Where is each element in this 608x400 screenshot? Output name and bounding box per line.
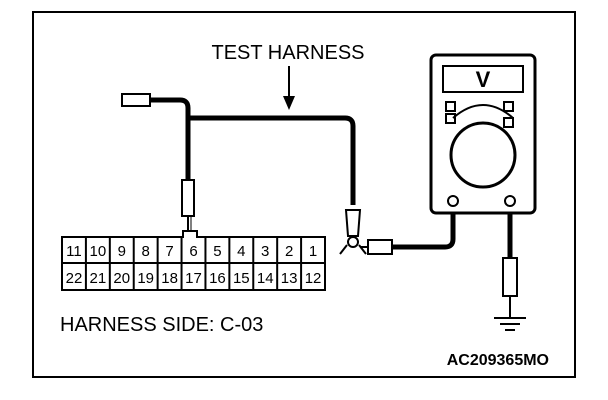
- connector-pin-15: 15: [233, 270, 250, 287]
- connector-pin-17: 17: [185, 270, 202, 287]
- connector-pin-1: 1: [309, 243, 317, 260]
- ground-symbol: [494, 317, 526, 331]
- connector-pin-7: 7: [165, 243, 173, 260]
- connector-pin-19: 19: [137, 270, 154, 287]
- harness-clip: [339, 209, 367, 255]
- connector-pin-12: 12: [305, 270, 322, 287]
- voltmeter-buttons: [445, 101, 514, 128]
- connector-pin-3: 3: [261, 243, 269, 260]
- connector-pin-9: 9: [118, 243, 126, 260]
- voltmeter-com-jack: [447, 195, 459, 207]
- connector-pin-4: 4: [237, 243, 245, 260]
- connector-pin-13: 13: [281, 270, 298, 287]
- meter-positive-lead: [502, 202, 518, 318]
- connector-pin-14: 14: [257, 270, 274, 287]
- voltmeter-dial: [449, 121, 517, 189]
- connector-pin-21: 21: [90, 270, 107, 287]
- connector-pin-8: 8: [142, 243, 150, 260]
- harness-side-label: HARNESS SIDE: C-03: [60, 314, 263, 336]
- connector-pin-20: 20: [113, 270, 130, 287]
- connector-pin-10: 10: [90, 243, 107, 260]
- figure-frame: [32, 11, 576, 378]
- meter-negative-lead: [360, 202, 456, 255]
- connector-pin-5: 5: [213, 243, 221, 260]
- connector-pin-16: 16: [209, 270, 226, 287]
- connector-pin-2: 2: [285, 243, 293, 260]
- connector-pin-11: 11: [66, 243, 82, 260]
- connector-pin-6: 6: [189, 243, 197, 260]
- voltmeter-display-value: V: [476, 67, 491, 92]
- voltmeter-v-jack: [504, 195, 516, 207]
- voltmeter-display: [442, 65, 524, 93]
- test-harness-arrow: [283, 66, 295, 110]
- test-harness-wire: [121, 93, 356, 205]
- voltmeter-range-scale: [452, 104, 514, 119]
- connector-pin-18: 18: [161, 270, 178, 287]
- figure-code: AC209365MO: [447, 352, 549, 369]
- test-harness-label: TEST HARNESS: [212, 42, 365, 64]
- connector-pin-22: 22: [66, 270, 83, 287]
- connector-outline: [61, 230, 326, 291]
- voltmeter: V: [429, 53, 537, 215]
